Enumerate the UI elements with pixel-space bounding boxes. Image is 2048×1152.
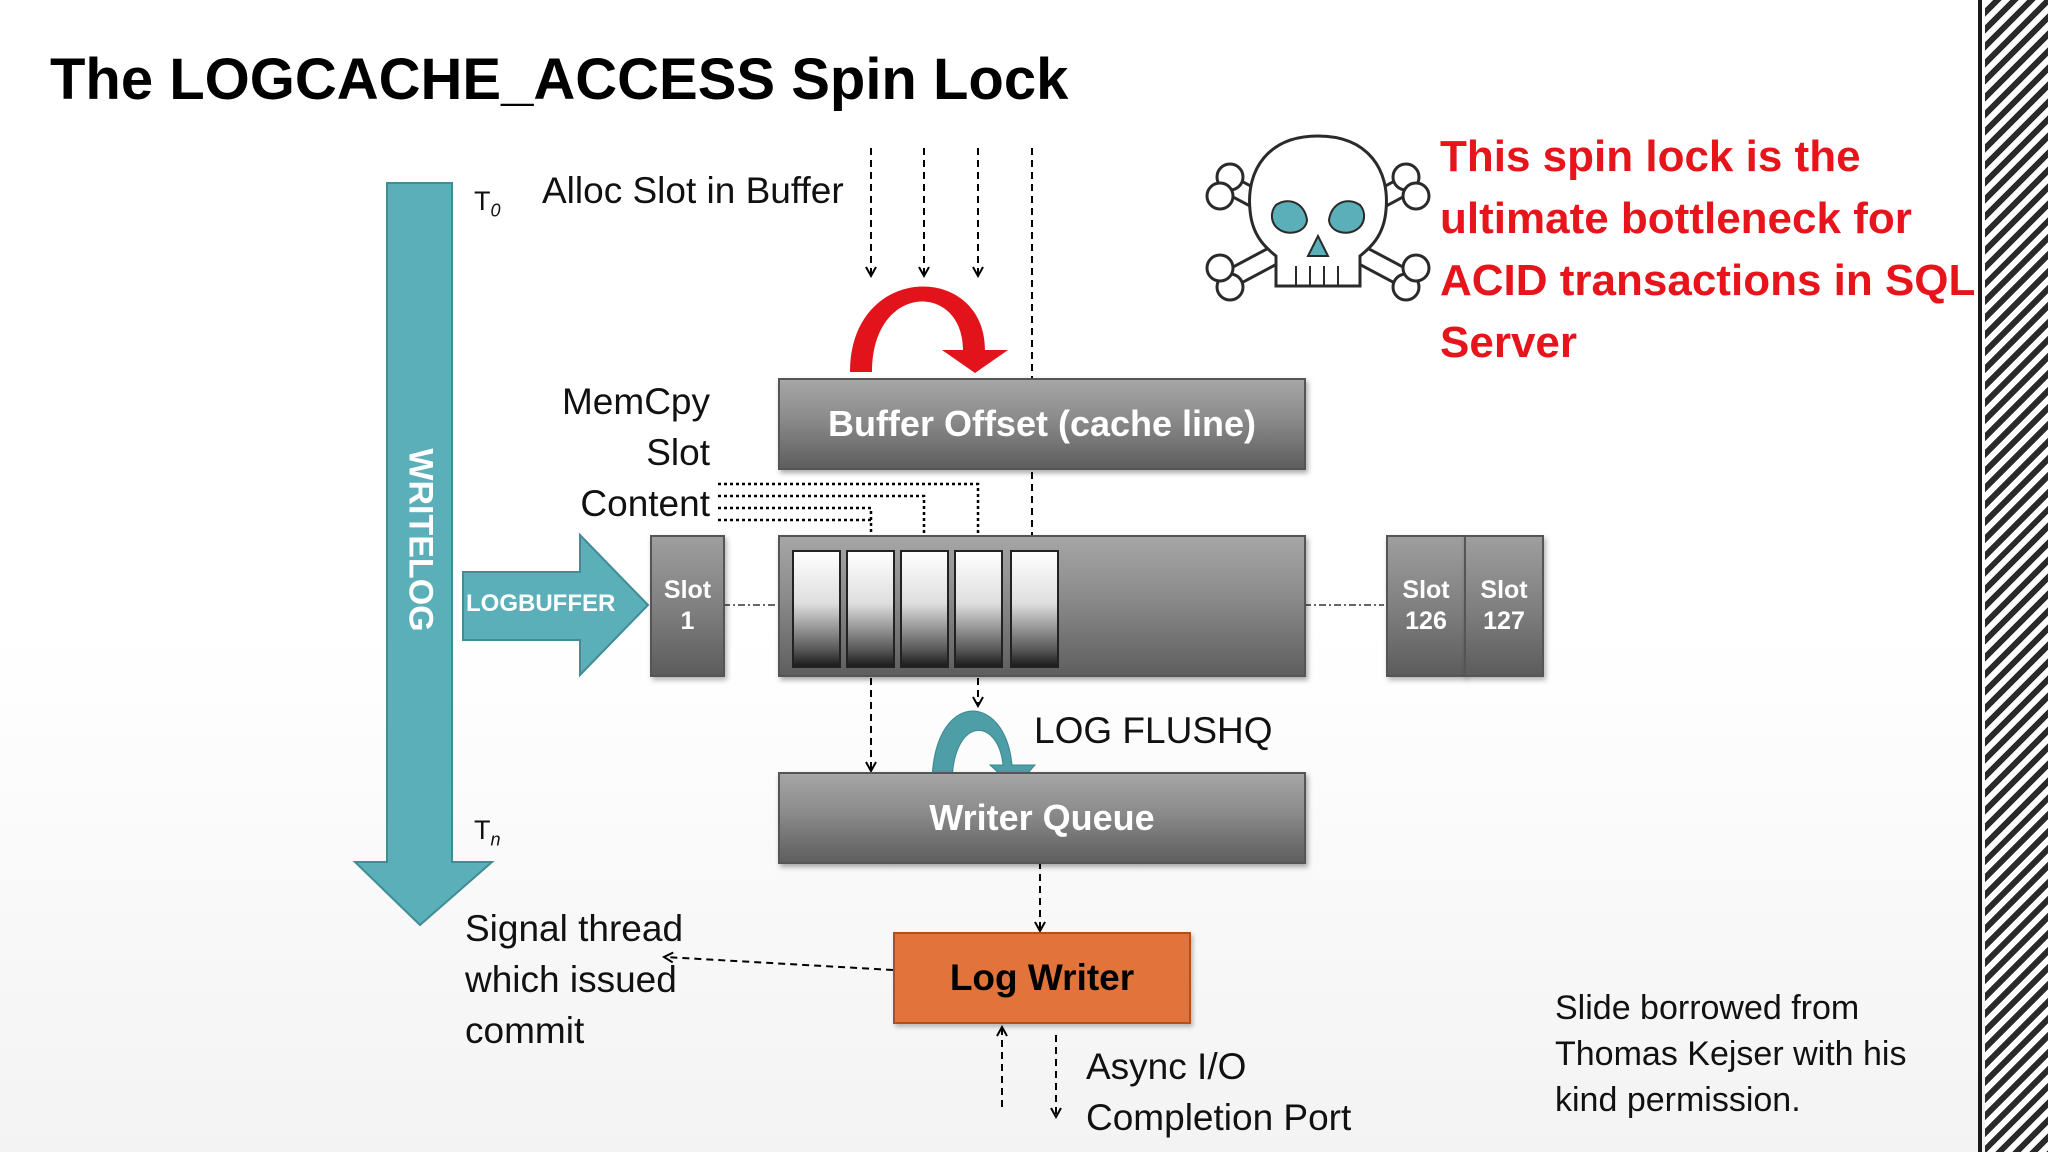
slide-title: The LOGCACHE_ACCESS Spin Lock xyxy=(50,47,1069,112)
signal-line-3: commit xyxy=(465,1010,585,1051)
buffer-slot-tile xyxy=(846,550,895,668)
warning-text: This spin lock is the ultimate bottlenec… xyxy=(1440,132,1975,367)
slot-1-box: Slot 1 xyxy=(650,535,725,677)
spin-red-arrow xyxy=(850,286,1008,373)
buffer-slot-tile xyxy=(954,550,1003,668)
slot-127-box: Slot 127 xyxy=(1464,535,1544,677)
logbuffer-arrow xyxy=(462,532,650,678)
log-writer-box: Log Writer xyxy=(893,932,1191,1024)
slot-126-label-line-2: 126 xyxy=(1405,607,1447,635)
buffer-offset-label: Buffer Offset (cache line) xyxy=(827,403,1257,444)
slot-127-label-line-1: Slot xyxy=(1480,576,1528,604)
t0-label: T0 xyxy=(474,186,501,221)
log-flushq-label: LOG FLUSHQ xyxy=(1034,710,1273,751)
memcpy-line-1: MemCpy xyxy=(561,381,710,422)
writelog-arrow xyxy=(352,182,495,927)
slot-127-label-line-2: 127 xyxy=(1483,607,1525,635)
writelog-label: WRITELOG xyxy=(401,448,440,632)
tn-subscript: n xyxy=(490,829,501,850)
signal-line-2: which issued xyxy=(465,959,677,1000)
async-line-2: Completion Port xyxy=(1086,1097,1352,1138)
slide-edge-line xyxy=(1978,0,1982,1152)
slot-1-label-line-2: 1 xyxy=(680,607,695,635)
buffer-slot-tile xyxy=(1010,550,1059,668)
t0-subscript: 0 xyxy=(490,200,501,221)
flushq-teal-arrow xyxy=(931,710,1037,789)
slide-edge-border xyxy=(1985,0,2048,1152)
slot-1-label-line-1: Slot xyxy=(663,576,712,604)
tn-base: T xyxy=(474,815,491,845)
writer-queue-box: Writer Queue xyxy=(778,772,1306,864)
memcpy-line-2: Slot xyxy=(646,432,710,473)
writer-queue-label: Writer Queue xyxy=(929,797,1155,838)
alloc-slot-label: Alloc Slot in Buffer xyxy=(542,170,844,211)
tn-label: Tn xyxy=(474,815,501,850)
t0-base: T xyxy=(474,186,491,216)
buffer-slot-tile xyxy=(900,550,949,668)
async-line-1: Async I/O xyxy=(1086,1046,1247,1087)
slot-126-box: Slot 126 xyxy=(1386,535,1466,677)
credit-text: Slide borrowed from Thomas Kejser with h… xyxy=(1555,989,1907,1119)
logbuffer-label: LOGBUFFER xyxy=(466,590,616,617)
buffer-slot-tile xyxy=(792,550,841,668)
memcpy-line-3: Content xyxy=(580,483,710,524)
buffer-offset-box: Buffer Offset (cache line) xyxy=(778,378,1306,470)
signal-line-1: Signal thread xyxy=(465,908,684,949)
log-writer-label: Log Writer xyxy=(949,957,1135,998)
skull-crossbones-icon xyxy=(1205,134,1431,302)
slot-126-label-line-1: Slot xyxy=(1402,576,1450,604)
